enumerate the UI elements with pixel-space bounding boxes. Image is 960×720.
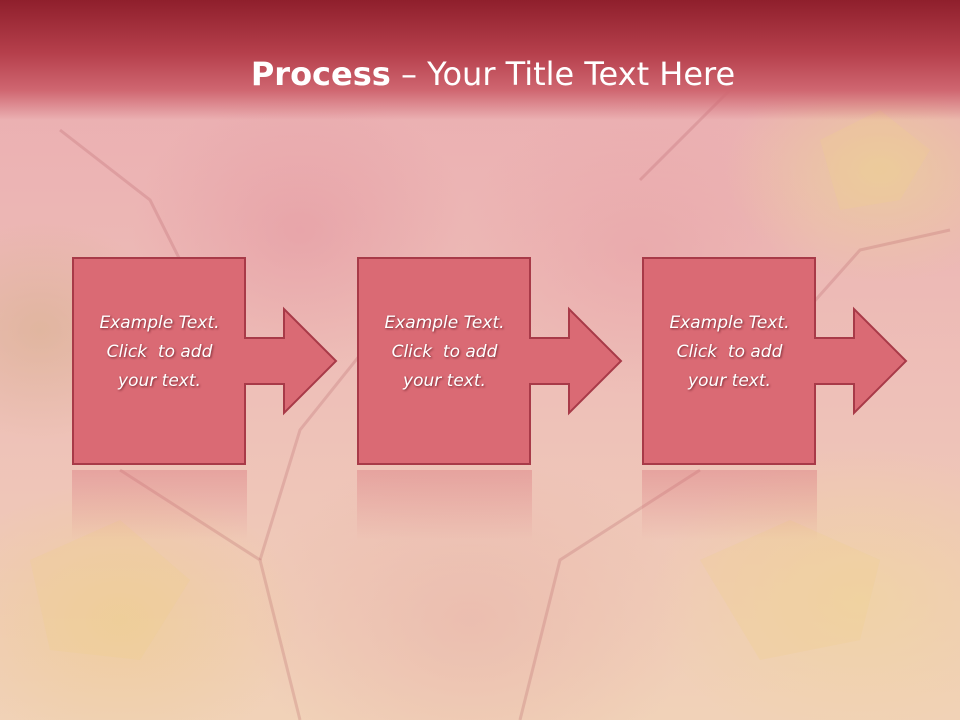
- process-step-2[interactable]: Example Text. Click to add your text.: [357, 257, 623, 465]
- step-2-line-2: Click to add: [391, 342, 498, 362]
- step-3-arrow-box: [642, 257, 908, 465]
- title-bar: [0, 0, 960, 120]
- step-3-reflection: [642, 470, 817, 540]
- step-1-line-1: Example Text.: [99, 313, 220, 333]
- step-2-text[interactable]: Example Text. Click to add your text.: [359, 309, 530, 396]
- step-1-line-3: your text.: [118, 371, 201, 391]
- step-1-text[interactable]: Example Text. Click to add your text.: [74, 309, 245, 396]
- title-rest-text: – Your Title Text Here: [390, 55, 736, 93]
- process-step-1[interactable]: Example Text. Click to add your text.: [72, 257, 338, 465]
- step-1-arrow-box: [72, 257, 338, 465]
- step-3-line-2: Click to add: [676, 342, 783, 362]
- title-bold-text: Process: [250, 55, 391, 93]
- step-1-line-2: Click to add: [106, 342, 213, 362]
- step-1-reflection: [72, 470, 247, 540]
- step-3-line-3: your text.: [688, 371, 771, 391]
- step-2-reflection: [357, 470, 532, 540]
- step-3-line-1: Example Text.: [669, 313, 790, 333]
- step-2-line-3: your text.: [403, 371, 486, 391]
- slide-title[interactable]: Process – Your Title Text Here: [0, 54, 960, 94]
- process-step-3[interactable]: Example Text. Click to add your text.: [642, 257, 908, 465]
- step-2-arrow-box: [357, 257, 623, 465]
- step-2-line-1: Example Text.: [384, 313, 505, 333]
- step-3-text[interactable]: Example Text. Click to add your text.: [644, 309, 815, 396]
